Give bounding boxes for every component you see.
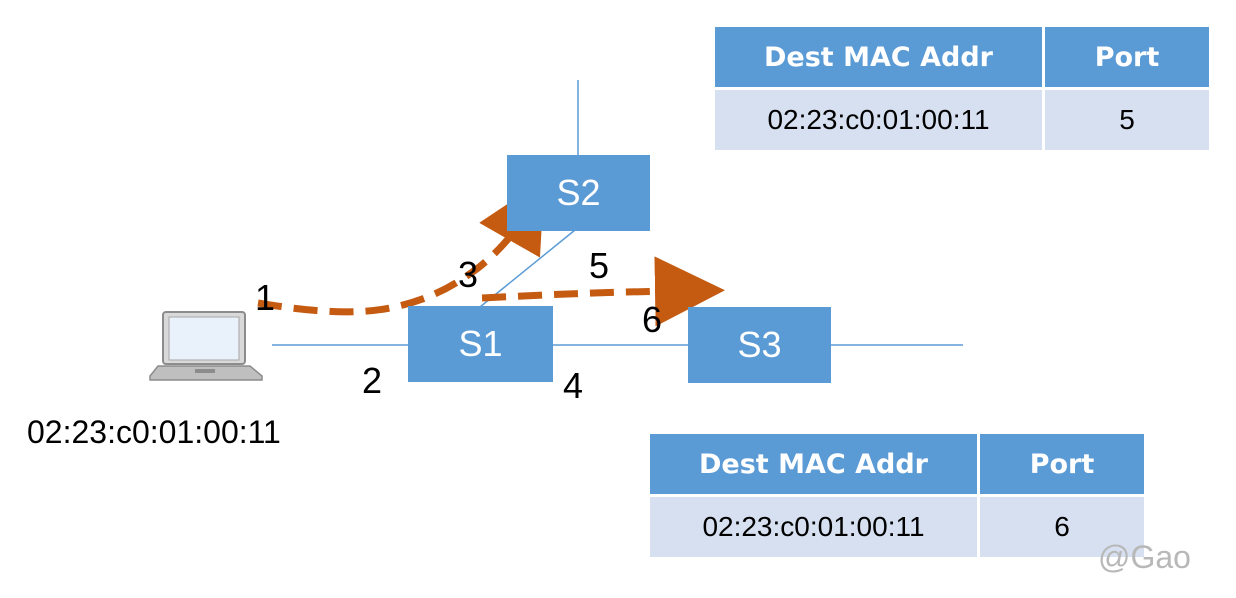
- port-label-2: 2: [362, 360, 383, 401]
- s2-table-cell-mac: 02:23:c0:01:00:11: [715, 90, 1042, 150]
- switch-s3[interactable]: S3: [688, 307, 831, 383]
- port-label-3: 3: [458, 254, 479, 295]
- s2-mac-table: Dest MAC Addr Port 02:23:c0:01:00:11 5: [712, 24, 1212, 153]
- port-label-1: 1: [255, 277, 276, 318]
- s3-table-cell-mac: 02:23:c0:01:00:11: [650, 497, 977, 557]
- s2-table-header-port: Port: [1045, 27, 1209, 87]
- port-label-4: 4: [563, 365, 584, 406]
- s3-table-cell-port: 6: [980, 497, 1144, 557]
- laptop-icon: [149, 311, 263, 381]
- s3-mac-table: Dest MAC Addr Port 02:23:c0:01:00:11 6: [647, 431, 1147, 560]
- watermark: @Gao: [1098, 539, 1191, 575]
- port-label-5: 5: [589, 245, 610, 286]
- s3-table-header-port: Port: [980, 434, 1144, 494]
- port-label-6: 6: [642, 299, 663, 340]
- flow-arrow-to-s2: [257, 179, 545, 316]
- s2-table-cell-port: 5: [1045, 90, 1209, 150]
- switch-s1[interactable]: S1: [408, 306, 553, 382]
- s2-table-header-mac: Dest MAC Addr: [715, 27, 1042, 87]
- host-mac-label: 02:23:c0:01:00:11: [27, 414, 281, 450]
- s3-table-header-mac: Dest MAC Addr: [650, 434, 977, 494]
- flow-arrow-to-s3: [481, 256, 725, 327]
- switch-s2[interactable]: S2: [507, 155, 650, 231]
